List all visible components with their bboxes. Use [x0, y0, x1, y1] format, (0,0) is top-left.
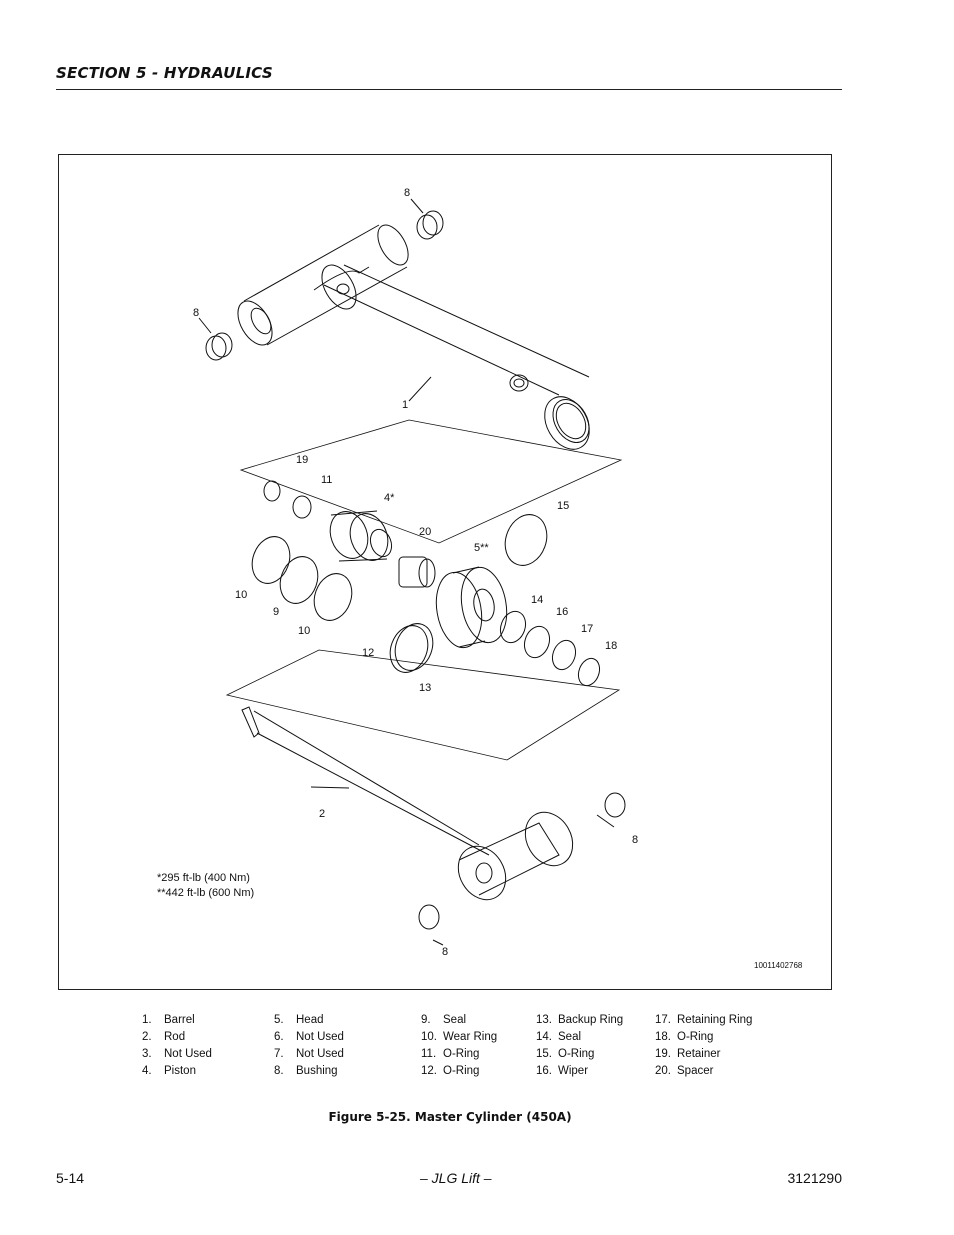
legend-label: O-Ring	[677, 1031, 714, 1043]
torque-notes: *295 ft-lb (400 Nm) **442 ft-lb (600 Nm)	[157, 871, 254, 901]
callout-head: 5**	[474, 542, 489, 554]
callout-o-ring-18: 18	[605, 640, 618, 652]
legend-label: O-Ring	[558, 1048, 595, 1060]
head-drawing	[435, 566, 508, 649]
footer-document-number: 3121290	[787, 1170, 842, 1186]
footer-center-text: – JLG Lift –	[420, 1170, 492, 1186]
figure-frame: 8 8 1 19 11 4* 15 20 5** 10 9 10 14 16 1…	[58, 154, 832, 990]
legend-number: 7.	[274, 1048, 284, 1060]
legend-number: 3.	[142, 1048, 152, 1060]
callout-o-ring-11: 11	[321, 474, 333, 486]
callout-bushing-right: 8	[632, 834, 639, 846]
header-rule	[56, 89, 842, 90]
legend-label: Barrel	[164, 1014, 195, 1026]
legend-label: Bushing	[296, 1065, 338, 1077]
legend-number: 14.	[536, 1031, 552, 1043]
legend-number: 4.	[142, 1065, 152, 1077]
legend-label: Retainer	[677, 1048, 721, 1060]
callout-wear-ring-upper: 10	[235, 589, 248, 601]
legend-number: 12.	[421, 1065, 437, 1077]
callout-bushing-top: 8	[404, 187, 411, 199]
section-title: SECTION 5 - HYDRAULICS	[56, 64, 273, 82]
legend-number: 15.	[536, 1048, 552, 1060]
callout-retaining-ring: 17	[581, 623, 594, 635]
footer-page-number: 5-14	[56, 1170, 85, 1186]
legend-number: 16.	[536, 1065, 552, 1077]
legend-number: 19.	[655, 1048, 671, 1060]
piston-drawing	[329, 510, 393, 562]
legend-number: 13.	[536, 1014, 552, 1026]
callout-spacer: 20	[419, 526, 432, 538]
legend-label: Not Used	[296, 1031, 344, 1043]
legend-label: Backup Ring	[558, 1014, 624, 1026]
legend-label: Head	[296, 1014, 324, 1026]
callout-o-ring-12: 12	[362, 647, 375, 659]
callout-piston: 4*	[384, 492, 395, 504]
legend-number: 18.	[655, 1031, 671, 1043]
legend-label: Not Used	[164, 1048, 212, 1060]
legend-number: 9.	[421, 1014, 431, 1026]
legend-label: Seal	[443, 1014, 467, 1026]
legend-label: O-Ring	[443, 1048, 480, 1060]
legend-number: 6.	[274, 1031, 284, 1043]
legend-number: 17.	[655, 1014, 671, 1026]
legend-number: 11.	[421, 1048, 437, 1060]
legend-label: Wiper	[558, 1065, 589, 1077]
legend-label: Retaining Ring	[677, 1014, 753, 1026]
legend-number: 20.	[655, 1065, 671, 1077]
legend-number: 8.	[274, 1065, 284, 1077]
callout-wiper: 16	[556, 606, 569, 618]
callout-seal-14: 14	[531, 594, 544, 606]
figure-caption: Figure 5-25. Master Cylinder (450A)	[328, 1110, 572, 1124]
legend-label: Rod	[164, 1031, 186, 1043]
rod-drawing	[241, 706, 574, 901]
legend-label: Spacer	[677, 1065, 714, 1077]
callout-bushing-bottom: 8	[442, 946, 449, 958]
callout-rod: 2	[319, 808, 326, 820]
barrel-drawing	[205, 210, 590, 450]
callout-wear-ring-lower: 10	[298, 625, 311, 637]
parts-legend: 1. Barrel 2. Rod 3. Not Used 4. Piston 5. Hea…	[0, 1014, 954, 1094]
torque-note-head: **442 ft-lb (600 Nm)	[157, 887, 255, 899]
callout-retainer: 19	[296, 454, 309, 466]
legend-label: Not Used	[296, 1048, 344, 1060]
exploded-view-drawing	[198, 198, 626, 946]
torque-note-piston: *295 ft-lb (400 Nm)	[157, 872, 250, 884]
callout-bushing-left: 8	[193, 307, 200, 319]
legend-label: Wear Ring	[443, 1031, 498, 1043]
callout-seal: 9	[273, 606, 280, 618]
legend-number: 5.	[274, 1014, 284, 1026]
drawing-number: 10011402768	[754, 961, 803, 970]
legend-label: O-Ring	[443, 1065, 480, 1077]
legend-number: 2.	[142, 1031, 152, 1043]
legend-label: Seal	[558, 1031, 582, 1043]
legend-label: Piston	[164, 1065, 196, 1077]
legend-number: 1.	[142, 1014, 152, 1026]
callout-barrel: 1	[402, 399, 409, 411]
callout-backup-ring: 13	[419, 682, 432, 694]
callout-o-ring-15: 15	[557, 500, 570, 512]
legend-number: 10.	[421, 1031, 437, 1043]
